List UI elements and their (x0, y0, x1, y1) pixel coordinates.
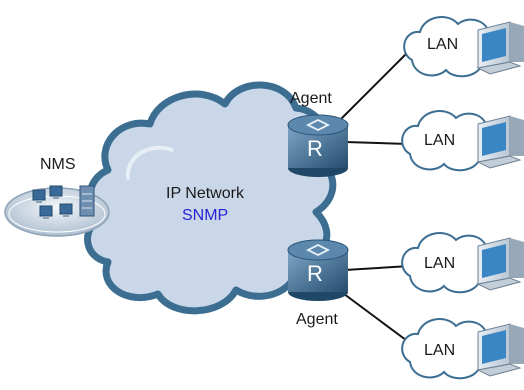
lan-label-2: LAN (424, 132, 456, 149)
agent-label-top: Agent (290, 90, 332, 107)
ip-network-label: IP Network (166, 185, 244, 202)
agent-label-bottom: Agent (296, 311, 338, 328)
router-icon (287, 239, 349, 301)
lan-label-3: LAN (424, 255, 456, 272)
pc-icon (476, 237, 524, 291)
lan-label-4: LAN (424, 342, 456, 359)
router-icon (287, 114, 349, 177)
pc-icon (476, 323, 524, 377)
link-agent2-lan4 (335, 287, 411, 344)
link-agent1-lan2 (344, 141, 409, 145)
snmp-label: SNMP (182, 207, 229, 224)
nms-label: NMS (40, 156, 76, 173)
link-agent1-lan1 (334, 47, 413, 126)
nms-platform-icon (4, 185, 110, 237)
router-glyph-bottom: R (307, 261, 323, 286)
pc-icon (476, 21, 524, 75)
links (334, 47, 413, 344)
nms-workstation-icon (32, 185, 73, 219)
pc-icon (476, 115, 524, 169)
router-glyph-top: R (307, 136, 323, 161)
lan-label-1: LAN (427, 36, 459, 53)
link-agent2-lan3 (344, 265, 411, 271)
nms-server-icon (79, 185, 95, 217)
